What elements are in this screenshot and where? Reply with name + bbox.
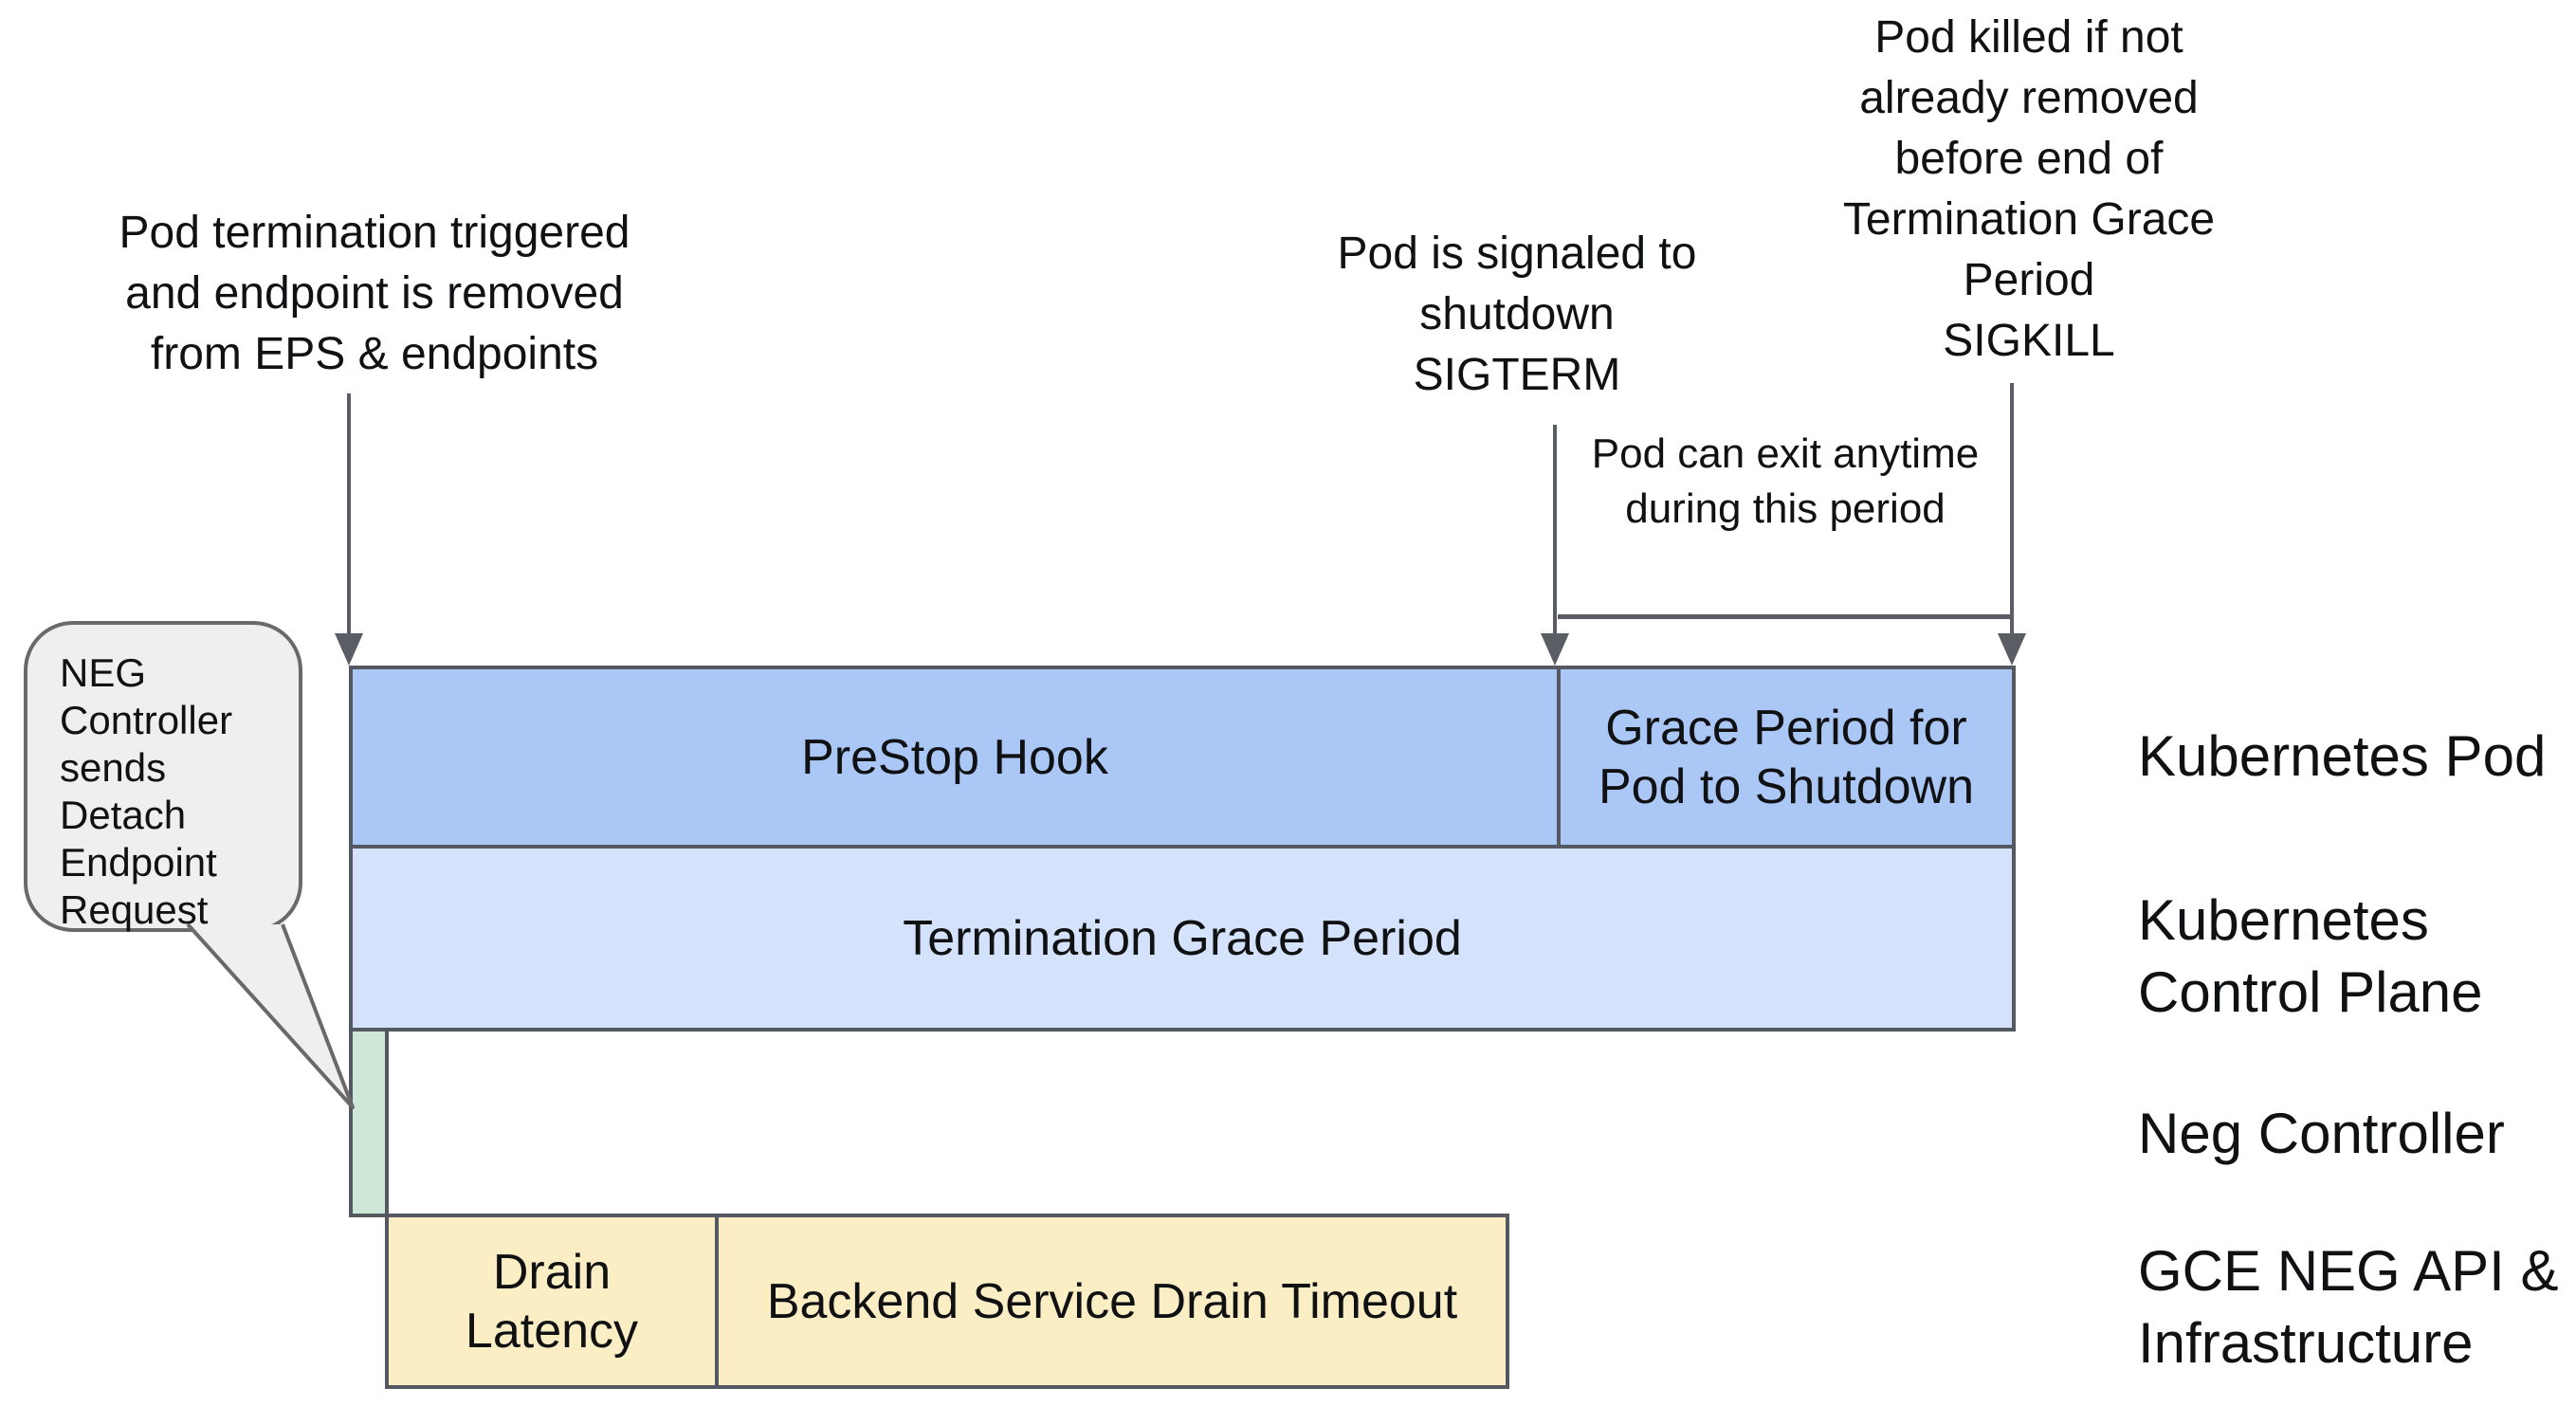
lane-label-gce-neg-api: GCE NEG API & Infrastructure xyxy=(2138,1239,2559,1375)
callout-neg-controller-detach: NEG Controller sends Detach Endpoint Req… xyxy=(24,621,302,932)
arrow-shaft xyxy=(1553,425,1557,633)
down-arrow-sigkill xyxy=(1997,383,2027,666)
lane-label-kubernetes-pod: Kubernetes Pod xyxy=(2138,724,2547,788)
bar-segment-backend-drain-timeout: Backend Service Drain Timeout xyxy=(766,1273,1458,1329)
bar-segment-drain-latency: Drain Latency xyxy=(389,1217,719,1385)
lane-label-kubernetes-control-plane: Kubernetes Control Plane xyxy=(2138,888,2483,1024)
annotation-pod-termination-triggered: Pod termination triggered and endpoint i… xyxy=(119,208,630,379)
down-arrow-sigterm xyxy=(1540,425,1570,666)
timeline-bar-neg-controller xyxy=(349,1028,389,1217)
arrow-shaft xyxy=(347,393,351,633)
timeline-bar-termination-grace-period: Termination Grace Period xyxy=(349,845,2016,1032)
annotation-sigkill: Pod killed if not already removed before… xyxy=(1842,12,2216,366)
arrow-head-icon xyxy=(335,633,363,666)
callout-tail-shape xyxy=(186,922,355,1109)
down-arrow-pod-termination xyxy=(334,393,364,666)
exit-period-span-line xyxy=(1558,614,2010,619)
timeline-bar-kubernetes-pod: PreStop Hook Grace Period for Pod to Shu… xyxy=(349,666,2016,849)
arrow-shaft xyxy=(2010,383,2014,633)
annotation-sigterm: Pod is signaled to shutdown SIGTERM xyxy=(1337,228,1697,400)
bar-segment-grace-period: Grace Period for Pod to Shutdown xyxy=(1598,700,1975,814)
annotation-pod-can-exit: Pod can exit anytime during this period xyxy=(1591,430,1980,532)
bar-segment-prestop-hook: PreStop Hook xyxy=(353,669,1561,845)
arrow-head-icon xyxy=(1541,633,1569,666)
lane-label-neg-controller: Neg Controller xyxy=(2138,1102,2505,1165)
timeline-bar-gce-neg: Drain Latency Backend Service Drain Time… xyxy=(385,1214,1509,1389)
arrow-head-icon xyxy=(1998,633,2026,666)
